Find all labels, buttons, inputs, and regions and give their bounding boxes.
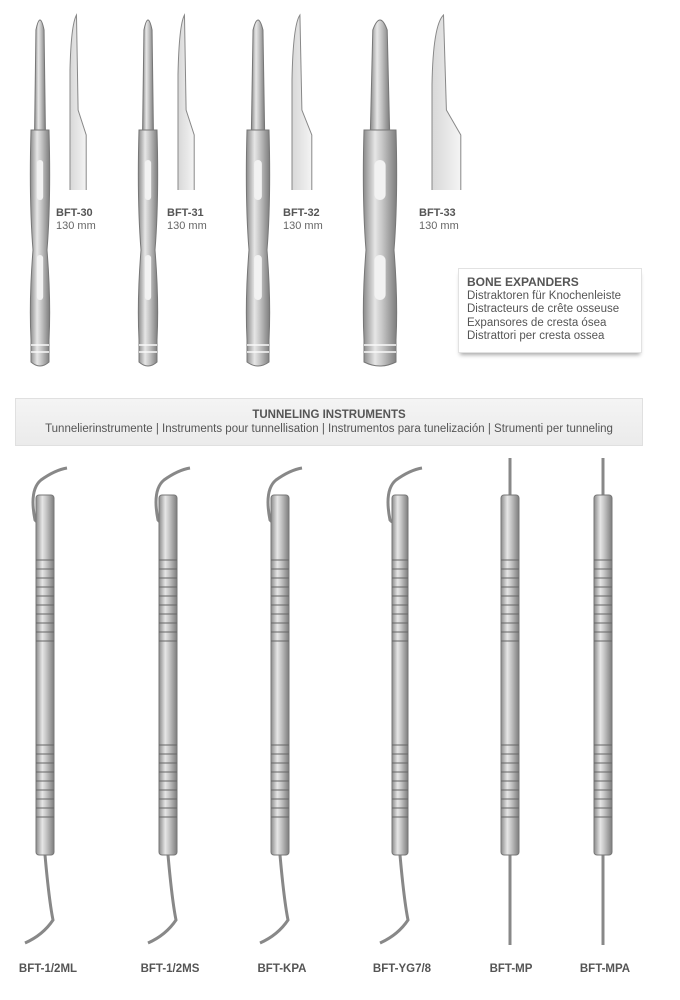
expander-tip (250, 19, 266, 131)
expander-side-profile (69, 13, 87, 190)
tunneling-instrument-2 (147, 466, 191, 945)
bone-expander-3 (245, 13, 313, 367)
product-code: BFT-33 (419, 207, 456, 219)
bone-expander-4 (362, 13, 462, 367)
product-length: 130 mm (167, 220, 207, 232)
tunneling-instrument-5 (500, 458, 520, 945)
instrument-handle (593, 494, 613, 856)
working-end-lower (147, 854, 178, 945)
product-code: BFT-31 (167, 207, 204, 219)
translation: Expansores de cresta ósea (467, 316, 607, 329)
working-end-lower (379, 854, 410, 945)
tunneling-instrument-1 (24, 466, 68, 945)
product-length: 130 mm (56, 220, 96, 232)
tunneling-instrument-4 (379, 466, 423, 945)
working-end-lower (259, 854, 290, 945)
product-code: BFT-MPA (579, 963, 631, 975)
translation: Distraktoren für Knochenleiste (467, 289, 622, 302)
tunneling-instrument-3 (259, 466, 303, 945)
product-code: BFT-32 (283, 207, 320, 219)
handle-grip-recess (374, 255, 386, 300)
bone-expander-2 (137, 13, 195, 367)
section-title: BONE EXPANDERS (467, 275, 579, 289)
tunneling-banner: TUNNELING INSTRUMENTS Tunnelierinstrumen… (15, 398, 643, 446)
product-length: 130 mm (419, 220, 459, 232)
expander-side-profile (291, 13, 313, 190)
handle-grip-recess (374, 160, 386, 200)
product-code: BFT-KPA (257, 963, 307, 975)
handle-grip-recess (36, 255, 44, 300)
handle-grip-recess (144, 160, 152, 200)
expander-side-profile (431, 13, 462, 190)
instrument-handle (158, 494, 178, 856)
handle-grip-recess (254, 255, 262, 300)
translation: Distracteurs de crête osseuse (467, 303, 620, 315)
expander-tip (34, 19, 46, 131)
bone-expanders-caption: BONE EXPANDERS Distraktoren für Knochenl… (458, 268, 642, 353)
product-code: BFT-1/2MS (140, 963, 200, 975)
expander-tip (369, 19, 391, 131)
section-title: TUNNELING INSTRUMENTS (252, 409, 406, 421)
product-code: BFT-30 (56, 207, 93, 219)
translation: Distrattori per cresta ossea (467, 330, 605, 342)
bone-expander-1 (29, 13, 87, 367)
expander-tip (142, 19, 154, 131)
product-code: BFT-1/2ML (18, 963, 78, 975)
instrument-handle (35, 494, 55, 856)
handle-grip-recess (36, 160, 44, 200)
handle-grip-recess (254, 160, 262, 200)
instrument-handle (500, 494, 520, 856)
product-code: BFT-MP (489, 963, 533, 975)
expander-handle (137, 129, 159, 367)
product-code: BFT-YG7/8 (372, 963, 432, 975)
expander-handle (245, 129, 271, 367)
product-length: 130 mm (283, 220, 323, 232)
instrument-handle (270, 494, 290, 856)
expander-handle (362, 129, 398, 367)
instrument-handle (391, 494, 409, 856)
section-subtitle: Tunnelierinstrumente | Instruments pour … (45, 423, 613, 435)
tunneling-instrument-6 (593, 458, 613, 945)
handle-grip-recess (144, 255, 152, 300)
working-end-lower (24, 854, 55, 945)
expander-handle (29, 129, 51, 367)
expander-side-profile (177, 13, 195, 190)
